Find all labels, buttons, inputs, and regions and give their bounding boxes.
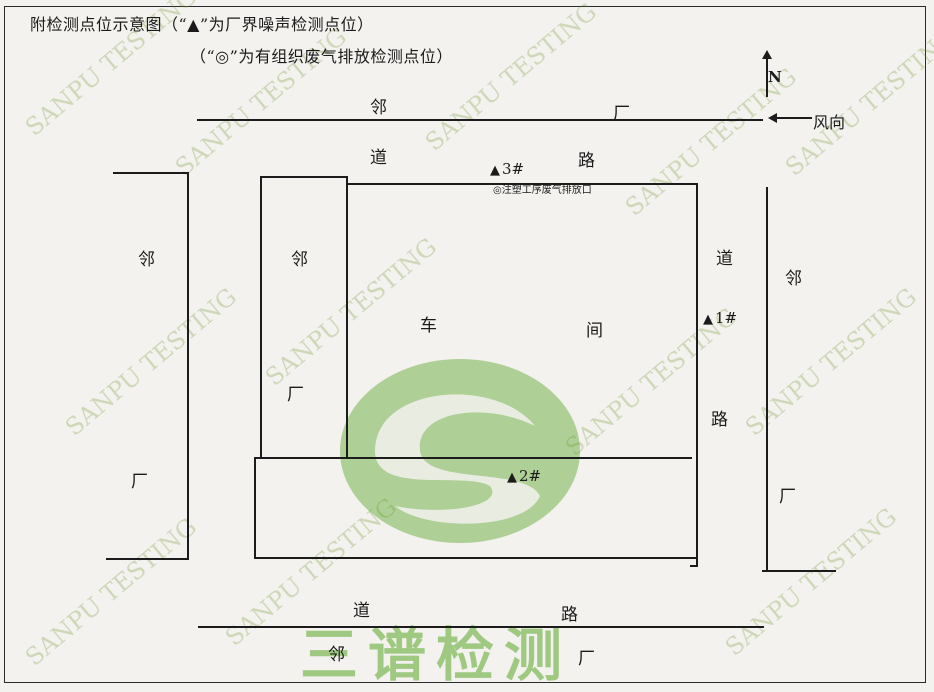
left-neighbor-char-1: 邻: [138, 250, 155, 270]
top-neighbor-char-1: 邻: [370, 98, 387, 118]
diagram-frame: [4, 6, 926, 683]
right-neighbor-bottom-line: [762, 570, 836, 572]
right-neighbor-char-1: 邻: [785, 269, 802, 289]
inner-divider-line: [346, 176, 348, 458]
right-neighbor-left-line: [766, 187, 768, 571]
exhaust-outlet-label: ◎注塑工序废气排放口: [493, 185, 592, 196]
left-neighbor-right-line: [187, 172, 189, 560]
brand-watermark: 三谱检测: [300, 621, 573, 689]
bottom-neighbor-char-2: 厂: [578, 649, 595, 669]
noise-point-2: ▲2#: [507, 467, 541, 485]
factory-top-line: [346, 183, 697, 185]
triangle-marker-icon: ▲: [703, 312, 713, 327]
triangle-marker-icon: ▲: [490, 163, 500, 178]
wind-arrow-line: [776, 117, 812, 119]
point-2-label: 2#: [519, 467, 542, 485]
triangle-marker-icon: ▲: [507, 470, 517, 485]
left-neighbor-char-2: 厂: [131, 472, 148, 492]
factory-right-wall: [696, 183, 698, 567]
left-neighbor-bottom-line: [106, 558, 189, 560]
top-road-char-2: 路: [578, 151, 595, 171]
factory-bottom-line: [254, 557, 696, 559]
workshop-char-1: 车: [420, 316, 437, 336]
right-neighbor-char-2: 厂: [779, 487, 796, 507]
noise-point-1: ▲1#: [703, 309, 737, 327]
diagram-title: 附检测点位示意图（“▲”为厂界噪声检测点位）: [30, 15, 374, 34]
factory-bottom-right-line: [690, 565, 698, 567]
top-road-char-1: 道: [370, 148, 387, 168]
bottom-road-char-1: 道: [353, 601, 370, 621]
factory-lower-left-wall: [254, 457, 256, 558]
top-road-line: [197, 119, 763, 121]
diagram-subtitle: （“◎”为有组织废气排放检测点位）: [190, 47, 453, 66]
north-arrow-line: [766, 57, 768, 97]
inner-neighbor-char-1: 邻: [291, 250, 308, 270]
sanpu-logo-icon: [340, 359, 580, 543]
factory-left-wall: [260, 176, 262, 458]
north-label: N: [768, 68, 782, 86]
bottom-road-line: [198, 626, 764, 628]
inner-neighbor-char-2: 厂: [287, 385, 304, 405]
noise-point-3: ▲3#: [490, 160, 524, 178]
left-neighbor-top-line: [113, 172, 189, 174]
bottom-neighbor-char-1: 邻: [328, 645, 345, 665]
right-road-char-2: 路: [711, 410, 728, 430]
factory-top-left-line: [261, 176, 348, 178]
bottom-road-char-2: 路: [561, 605, 578, 625]
wind-direction-label: 风向: [813, 113, 846, 132]
right-road-char-1: 道: [716, 249, 733, 269]
wind-arrowhead-icon: [768, 113, 777, 123]
point-1-label: 1#: [715, 309, 738, 327]
workshop-char-2: 间: [586, 321, 603, 341]
north-arrowhead-icon: [762, 50, 772, 59]
workshop-bottom-line: [255, 457, 692, 459]
point-3-label: 3#: [502, 160, 525, 178]
